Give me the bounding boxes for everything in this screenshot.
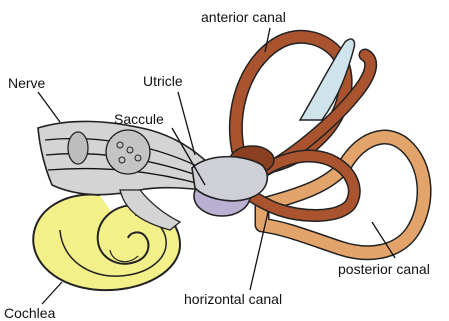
label-horizontal-canal: horizontal canal xyxy=(184,291,282,307)
leader-cochlea xyxy=(42,282,62,304)
label-anterior-canal: anterior canal xyxy=(201,9,286,25)
label-utricle: Utricle xyxy=(143,73,183,89)
cochlea-shape xyxy=(33,192,180,291)
label-cochlea: Cochlea xyxy=(4,305,56,321)
utricle xyxy=(192,157,267,201)
label-nerve: Nerve xyxy=(8,75,46,91)
label-posterior-canal: posterior canal xyxy=(338,261,430,277)
vestibular-ganglion xyxy=(68,132,88,164)
label-saccule: Saccule xyxy=(114,111,164,127)
leader-nerve xyxy=(38,92,60,122)
